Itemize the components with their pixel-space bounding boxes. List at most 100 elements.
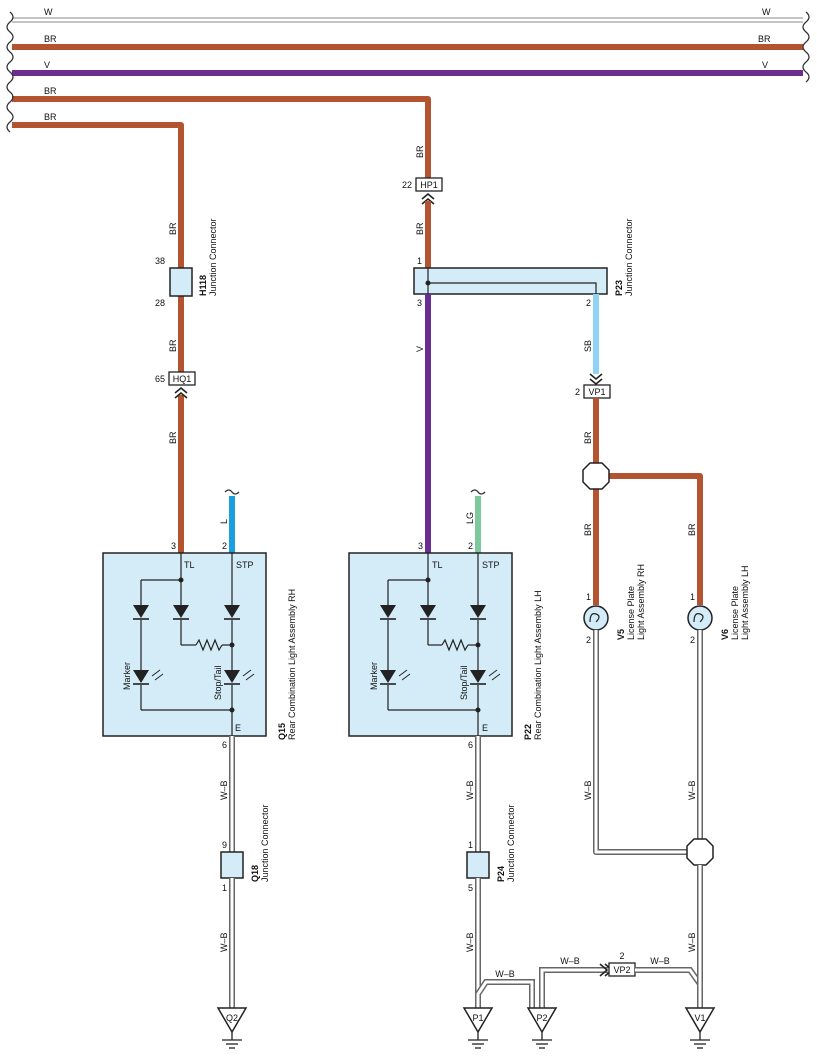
p23-name: P23 — [614, 280, 624, 296]
diode-icon — [470, 605, 486, 618]
q18-name: Q18 — [250, 865, 260, 882]
wire-wb-v5 — [593, 630, 688, 855]
h118-desc: Junction Connector — [208, 218, 218, 296]
p24-name: P24 — [496, 866, 506, 882]
pin-number: 1 — [690, 592, 695, 602]
pin-number: 1 — [468, 840, 473, 850]
p22-desc: Rear Combination Light Assembly LH — [533, 590, 543, 740]
wire-label: W–B — [219, 932, 229, 952]
ground-p2: P2 — [526, 1007, 558, 1049]
wire-label: V — [415, 346, 425, 352]
pin-number: 2 — [619, 951, 624, 961]
terminal-label: STP — [236, 560, 254, 570]
wire-label: BR — [415, 222, 425, 235]
splice-point — [686, 838, 714, 866]
diode-icon — [380, 605, 396, 618]
pin-number: 28 — [155, 298, 165, 308]
hp1-connector-arrow — [421, 192, 435, 205]
wire-label: BR — [44, 112, 57, 122]
pin-number: 65 — [155, 374, 165, 384]
wire-label: W–B — [219, 780, 229, 800]
ground-icon — [526, 1007, 558, 1034]
wire-br-v6 — [606, 473, 703, 605]
wire-label: BR — [44, 34, 57, 44]
v5-desc: License Plate — [626, 586, 636, 640]
terminal-label: TL — [184, 560, 195, 570]
wire-label: BR — [415, 145, 425, 158]
wire-l-break — [224, 489, 240, 495]
wire-label: W–B — [650, 956, 670, 966]
q18-connector — [220, 851, 244, 879]
led-light-arrows — [151, 669, 255, 681]
wire-br-2 — [12, 96, 431, 178]
terminal-label: E — [235, 723, 241, 733]
wire-label: V — [762, 60, 768, 70]
terminal-label: E — [482, 723, 488, 733]
ground-q2: Q2 — [216, 1007, 248, 1049]
hp1-name: HP1 — [420, 180, 438, 190]
diode-icon — [224, 605, 240, 618]
led-light-arrows — [398, 669, 501, 681]
ground-p1: P1 — [462, 1007, 494, 1049]
hq1-connector-arrow — [174, 386, 188, 399]
stoptail-label: Stop/Tail — [459, 665, 469, 700]
vp1-name: VP1 — [588, 387, 605, 397]
v6-desc: Light Assembly LH — [740, 565, 750, 640]
pin-number: 3 — [171, 541, 176, 551]
p24-desc: Junction Connector — [506, 804, 516, 882]
diode-icon — [173, 605, 189, 618]
pin-number: 38 — [155, 256, 165, 266]
ground-icon — [684, 1007, 716, 1034]
wire-label: LG — [465, 512, 475, 524]
v6-desc: License Plate — [730, 586, 740, 640]
break-mark-right — [802, 11, 810, 83]
v6-name: V6 — [720, 629, 730, 640]
p23-desc: Junction Connector — [624, 218, 634, 296]
pin-number: 1 — [586, 592, 591, 602]
wire-label: W–B — [495, 969, 515, 979]
p22-internal-circuit — [387, 553, 479, 736]
v5-name: V5 — [616, 629, 626, 640]
wire-label: V — [44, 60, 50, 70]
wire-label: W — [762, 7, 771, 17]
pin-number: 2 — [575, 387, 580, 397]
led-icon — [224, 670, 240, 683]
marker-label: Marker — [122, 662, 132, 690]
wire-label: L — [219, 519, 229, 524]
wire-wb-p1 — [475, 979, 535, 1008]
pin-number: 2 — [690, 635, 695, 645]
pin-number: 6 — [222, 740, 227, 750]
led-icon — [470, 670, 486, 683]
v5-bulb-icon — [583, 605, 609, 631]
wire-label: W–B — [583, 780, 593, 800]
ground-v1: V1 — [684, 1007, 716, 1049]
pin-number: 2 — [586, 635, 591, 645]
right-branch: SB VP1 2 BR BR BR 1 2 V5 License Plate L… — [575, 294, 750, 1049]
wire-lg-break — [470, 489, 486, 495]
wire-label: BR — [168, 339, 178, 352]
terminal-label: STP — [482, 560, 500, 570]
wire-br-3 — [12, 122, 184, 268]
pin-number: 2 — [222, 541, 227, 551]
middle-branch: HP1 22 BR BR 1 3 2 P23 Junction Connecto… — [348, 145, 703, 1049]
pin-number: 2 — [586, 298, 591, 308]
v5-desc: Light Assembly RH — [636, 564, 646, 640]
hq1-name: HQ1 — [173, 374, 192, 384]
wire-label: BR — [583, 523, 593, 536]
q15-diodes — [133, 577, 240, 713]
ground-icon — [462, 1007, 494, 1034]
v6-bulb-icon — [687, 605, 713, 631]
wire-label: W–B — [687, 932, 697, 952]
p23-connector — [413, 267, 608, 295]
led-icon — [380, 670, 396, 683]
q15-desc: Rear Combination Light Assembly RH — [287, 589, 297, 740]
wire-label: W–B — [465, 780, 475, 800]
wire-label: BR — [44, 86, 57, 96]
wire-label: BR — [168, 431, 178, 444]
pin-number: 9 — [222, 840, 227, 850]
left-branch: 38 28 H118 Junction Connector BR BR BR H… — [102, 218, 297, 1049]
p23-internal — [427, 268, 597, 294]
wire-label: W–B — [687, 780, 697, 800]
h118-connector — [169, 267, 193, 297]
